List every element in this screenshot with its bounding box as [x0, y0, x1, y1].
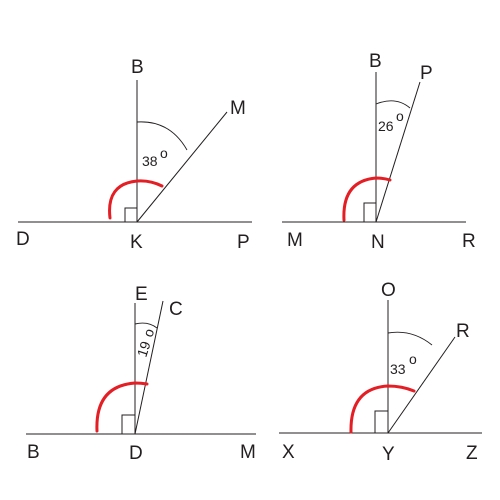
point-label-top-2: B [369, 51, 382, 72]
angle-value-3: 19 [134, 339, 154, 359]
degree-sign-2: o [396, 108, 404, 124]
angle-value-1: 38 [142, 153, 158, 169]
angle-arc-2 [375, 100, 411, 109]
slanted-ray-2 [375, 81, 421, 223]
highlight-arc-2 [342, 176, 392, 222]
figure-2: B P M N R 26 o [282, 51, 476, 253]
degree-sign-3: o [140, 326, 158, 339]
point-label-left-3: B [27, 442, 40, 463]
point-label-left-1: D [16, 229, 30, 250]
slanted-ray-1 [136, 111, 228, 223]
point-label-top-1: B [131, 57, 144, 78]
figure-3: E C B D M 19 o [26, 284, 256, 464]
point-label-vertex-3: D [129, 443, 143, 464]
point-label-vertex-2: N [371, 232, 385, 253]
point-label-right-4: Z [466, 443, 478, 464]
angle-arc-1 [136, 121, 188, 151]
figure-1: B M D K P 38 o [16, 57, 252, 253]
angle-value-2: 26 [378, 118, 394, 134]
point-label-left-2: M [287, 230, 303, 251]
point-label-ray-4: R [456, 321, 470, 342]
point-label-right-2: R [462, 231, 476, 252]
figure-4: O R X Y Z 33 o [279, 280, 482, 465]
right-angle-mark-4 [374, 410, 388, 433]
angle-value-4: 33 [390, 361, 406, 377]
point-label-ray-2: P [420, 63, 433, 84]
right-angle-mark-1 [124, 207, 137, 222]
angle-arc-3 [134, 322, 158, 329]
angle-arc-4 [387, 331, 433, 346]
highlight-arc-4 [349, 384, 416, 434]
degree-sign-1: o [160, 145, 168, 161]
point-label-ray-3: C [169, 299, 183, 320]
point-label-top-3: E [135, 284, 148, 305]
degree-sign-4: o [409, 351, 417, 367]
slanted-ray-4 [387, 336, 456, 434]
right-angle-mark-3 [121, 414, 135, 434]
point-label-left-4: X [282, 442, 295, 463]
point-label-right-3: M [240, 442, 256, 463]
point-label-vertex-4: Y [382, 444, 395, 465]
point-label-vertex-1: K [130, 232, 143, 253]
point-label-ray-1: M [230, 98, 246, 119]
slanted-ray-3 [134, 300, 164, 435]
right-angle-mark-2 [363, 202, 376, 222]
point-label-top-4: O [381, 280, 396, 301]
point-label-right-1: P [237, 232, 250, 253]
highlight-arc-3 [95, 381, 149, 433]
highlight-arc-1 [108, 179, 164, 220]
